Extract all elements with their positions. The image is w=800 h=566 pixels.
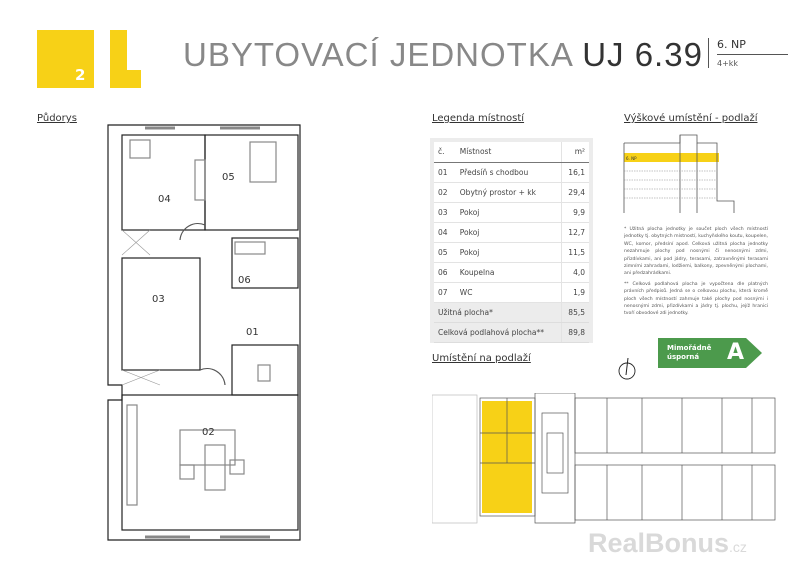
cell-room: Obytný prostor + kk (455, 182, 562, 203)
usable-area-label: Užitná plocha* (434, 302, 562, 323)
logo-number: 2 (75, 66, 86, 84)
usable-area-value: 85,5 (560, 302, 589, 323)
cell-room: Pokoj (455, 202, 562, 223)
floor-label: 6. NP (717, 38, 788, 55)
floor-location-plan (432, 393, 776, 524)
room-label-02: 02 (202, 427, 215, 438)
energy-class-badge (658, 338, 762, 368)
floor-plan: 05 04 06 03 01 02 (107, 124, 301, 541)
watermark-brand: RealBonus (588, 528, 730, 558)
header-no: č. (434, 142, 456, 163)
room-label-05: 05 (222, 172, 235, 183)
cell-area: 4,0 (560, 262, 589, 283)
cell-room: Koupelna (455, 262, 562, 283)
energy-label-1: Mimořádně (667, 344, 712, 352)
room-label-03: 03 (152, 294, 165, 305)
note-total-area: ** Celková podlahová plocha je vypočtena… (624, 281, 768, 317)
cell-no: 07 (434, 282, 456, 303)
total-area-value: 89,8 (560, 322, 589, 343)
floorplan-title: Půdorys (37, 113, 77, 124)
cell-room: Předsíň s chodbou (455, 162, 562, 183)
cell-room: WC (455, 282, 562, 303)
title-text: UBYTOVACÍ JEDNOTKA (183, 36, 573, 73)
cell-area: 11,5 (560, 242, 589, 263)
energy-class: A (727, 340, 745, 365)
total-area-row: Celková podlahová plocha**89,8 (434, 322, 589, 343)
room-label-04: 04 (158, 194, 171, 205)
watermark-suffix: .cz (729, 539, 747, 555)
logo-block (37, 30, 94, 88)
cell-area: 12,7 (560, 222, 589, 243)
room-label-01: 01 (246, 327, 259, 338)
cell-no: 02 (434, 182, 456, 203)
watermark-logo: RealBonus.cz (588, 528, 747, 559)
usable-area-row: Užitná plocha*85,5 (434, 302, 589, 323)
cell-room: Pokoj (455, 242, 562, 263)
unit-code: UJ 6.39 (582, 36, 703, 73)
layout-label: 4+kk (717, 59, 739, 68)
energy-label-2: úsporná (667, 353, 700, 361)
cell-no: 04 (434, 222, 456, 243)
cell-no: 03 (434, 202, 456, 223)
location-title: Umístění na podlaží (432, 353, 531, 364)
table-header: č. Místnost m² (434, 142, 589, 163)
room-label-06: 06 (238, 275, 251, 286)
cell-area: 1,9 (560, 282, 589, 303)
north-arrow-icon (618, 357, 636, 380)
cell-no: 05 (434, 242, 456, 263)
legend-title: Legenda místností (432, 113, 525, 124)
area-notes: * Užitná plocha jednotky je součet ploch… (624, 226, 768, 321)
header-area: m² (560, 142, 589, 163)
cell-area: 16,1 (560, 162, 589, 183)
height-title: Výškové umístění - podlaží (624, 113, 758, 124)
total-area-label: Celková podlahová plocha** (434, 322, 562, 343)
page-title: UBYTOVACÍ JEDNOTKA UJ 6.39 (183, 36, 703, 74)
cell-room: Pokoj (455, 222, 562, 243)
height-diagram: 6. NP (623, 134, 735, 213)
floor-info: 6. NP 4+kk (708, 38, 788, 68)
header-room: Místnost (455, 142, 562, 163)
note-usable-area: * Užitná plocha jednotky je součet ploch… (624, 227, 768, 277)
cell-no: 06 (434, 262, 456, 283)
logo-l-foot (127, 70, 141, 88)
cell-area: 29,4 (560, 182, 589, 203)
logo-l (110, 30, 127, 88)
cell-no: 01 (434, 162, 456, 183)
floor-marker: 6. NP (626, 156, 637, 161)
cell-area: 9,9 (560, 202, 589, 223)
